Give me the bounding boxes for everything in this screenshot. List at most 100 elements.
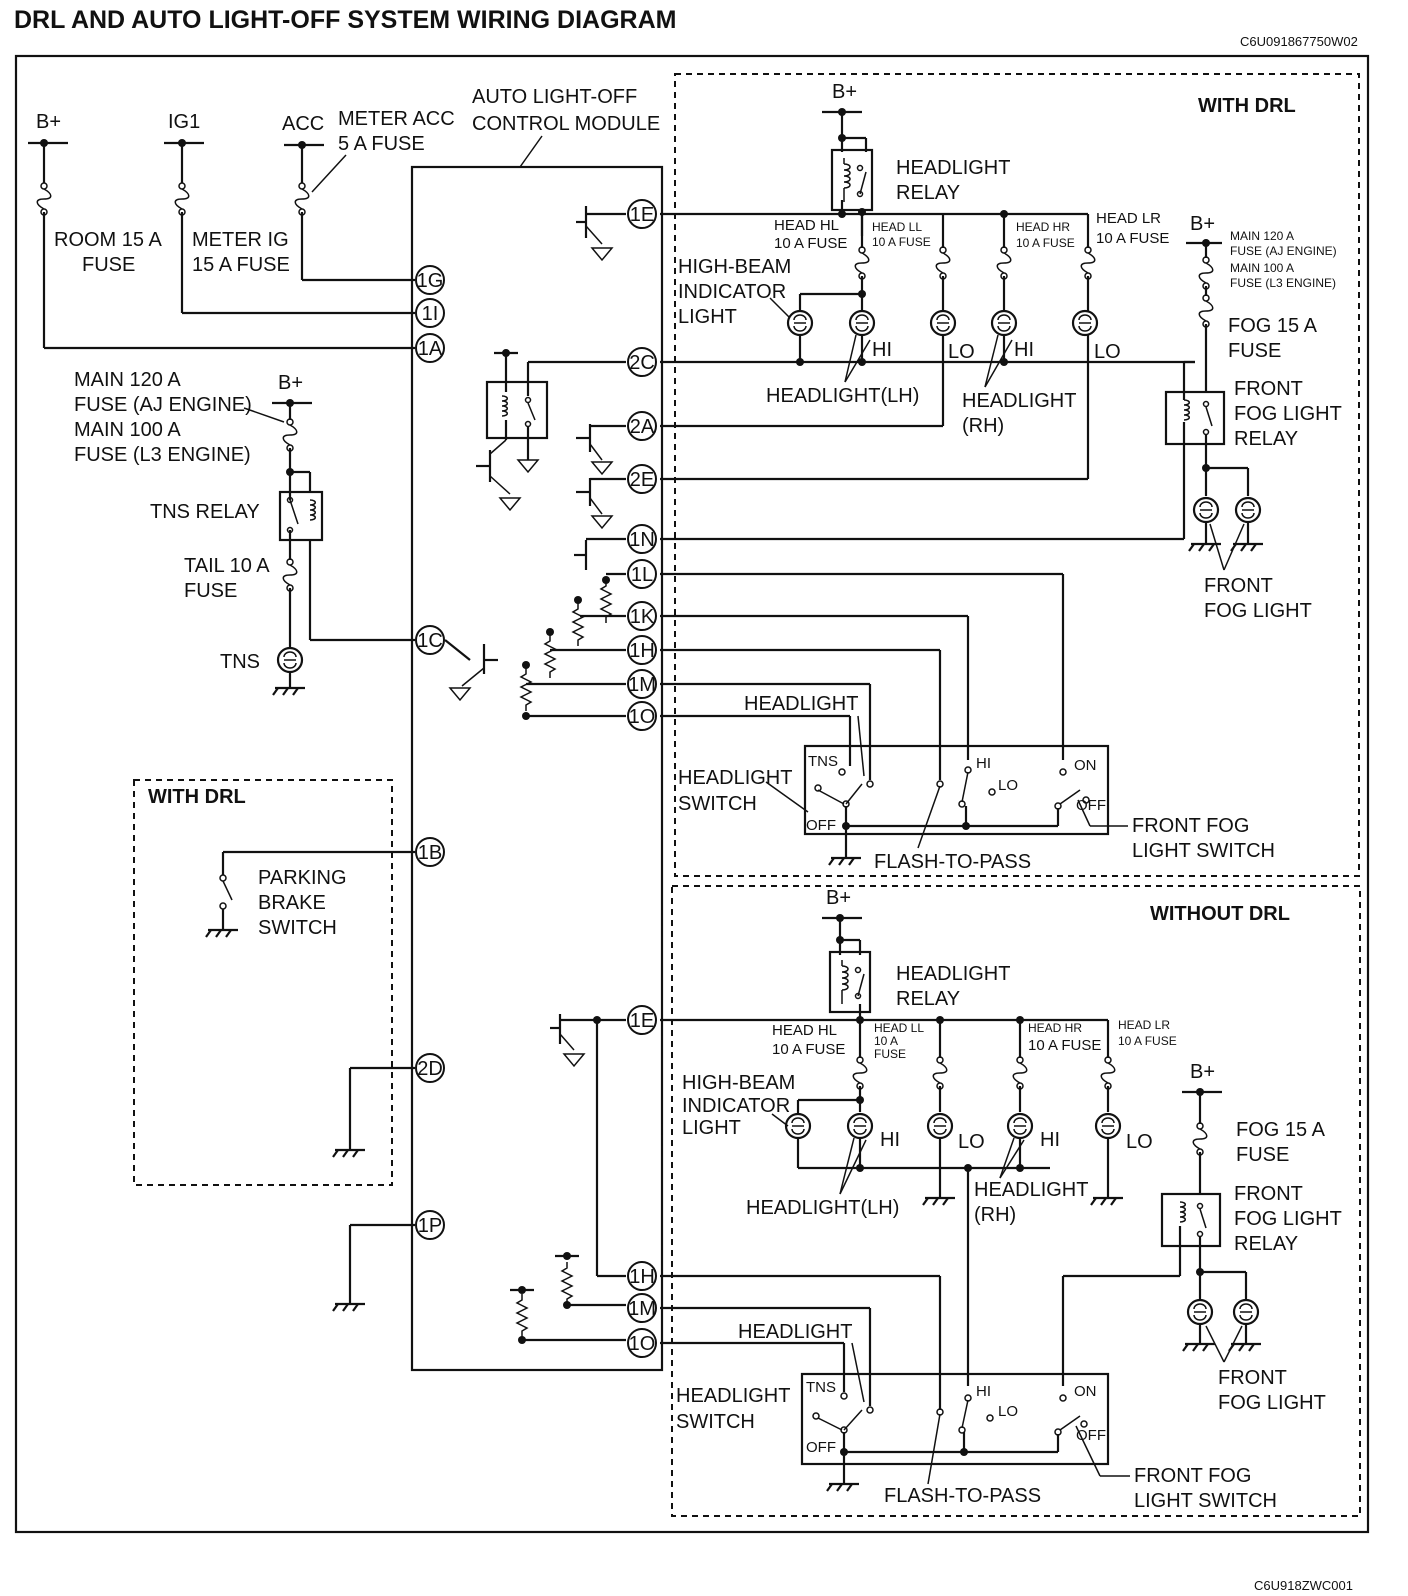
svg-text:HEADLIGHT: HEADLIGHT: [974, 1179, 1088, 1201]
svg-text:1L: 1L: [631, 564, 653, 586]
svg-text:FRONT: FRONT: [1204, 575, 1273, 597]
svg-text:TAIL 10 A: TAIL 10 A: [184, 555, 270, 577]
module-label-2: CONTROL MODULE: [472, 113, 660, 135]
svg-text:ACC: ACC: [282, 113, 324, 135]
svg-text:HIGH-BEAM: HIGH-BEAM: [682, 1072, 795, 1094]
pin-1P: 1P: [415, 1210, 445, 1240]
pin-1B: 1B: [415, 837, 445, 867]
svg-text:FUSE: FUSE: [184, 580, 237, 602]
svg-text:FUSE (L3 ENGINE): FUSE (L3 ENGINE): [74, 444, 251, 466]
svg-text:RELAY: RELAY: [896, 182, 960, 204]
svg-text:HEAD HL: HEAD HL: [774, 217, 839, 234]
svg-text:FRONT FOG: FRONT FOG: [1134, 1465, 1251, 1487]
svg-text:B+: B+: [1190, 1061, 1215, 1083]
svg-text:HI: HI: [872, 339, 892, 361]
pin-1C: 1C: [415, 625, 445, 655]
svg-text:B+: B+: [826, 887, 851, 909]
svg-text:B+: B+: [36, 111, 61, 133]
svg-text:HEAD HR: HEAD HR: [1016, 220, 1070, 234]
pin-2D: 2D: [415, 1053, 445, 1083]
pin-2A: 2A: [627, 411, 657, 441]
pin-2E: 2E: [627, 464, 657, 494]
svg-text:TNS: TNS: [808, 753, 838, 770]
svg-text:PARKING: PARKING: [258, 867, 347, 889]
svg-text:HI: HI: [1040, 1129, 1060, 1151]
svg-text:2C: 2C: [629, 352, 655, 374]
parking-brake-switch: PARKING BRAKE SWITCH: [204, 850, 415, 939]
svg-text:10 A FUSE: 10 A FUSE: [1118, 1034, 1177, 1048]
svg-text:FLASH-TO-PASS: FLASH-TO-PASS: [874, 851, 1031, 873]
svg-text:HEAD LL: HEAD LL: [872, 220, 922, 234]
without-drl-section: [671, 885, 1361, 1517]
svg-text:SWITCH: SWITCH: [676, 1411, 755, 1433]
svg-text:FRONT: FRONT: [1234, 1183, 1303, 1205]
svg-text:HEADLIGHT: HEADLIGHT: [896, 963, 1010, 985]
svg-text:1G: 1G: [417, 270, 444, 292]
pin-1M-bottom: 1M: [627, 1293, 657, 1323]
ground-1p: [331, 1223, 415, 1313]
svg-text:1O: 1O: [629, 1333, 656, 1355]
svg-text:2A: 2A: [630, 416, 655, 438]
module-internals: [444, 206, 626, 1344]
svg-text:HEADLIGHT: HEADLIGHT: [738, 1321, 852, 1343]
module-pins: 1G 1I 1A 1C 1B 2D 1P 1E 2C 2A 2E 1N 1L 1…: [415, 199, 657, 1358]
svg-text:HEADLIGHT: HEADLIGHT: [676, 1385, 790, 1407]
with-drl-left-label: WITH DRL: [148, 786, 246, 808]
pin-1O-bottom: 1O: [627, 1328, 657, 1358]
svg-text:LIGHT SWITCH: LIGHT SWITCH: [1132, 840, 1275, 862]
svg-text:2D: 2D: [417, 1058, 443, 1080]
svg-text:ON: ON: [1074, 757, 1097, 774]
svg-text:FRONT FOG: FRONT FOG: [1132, 815, 1249, 837]
svg-text:HI: HI: [976, 755, 991, 772]
svg-text:FUSE: FUSE: [82, 254, 135, 276]
pin-1O-top: 1O: [627, 701, 657, 731]
svg-text:1B: 1B: [418, 842, 442, 864]
module-label-1: AUTO LIGHT-OFF: [472, 86, 637, 108]
svg-text:1E: 1E: [630, 1010, 654, 1032]
svg-text:TNS: TNS: [220, 651, 260, 673]
with-drl-switch-circuit: HEADLIGHT TNS OFF HI LO ON OFF HEADLIGHT…: [660, 572, 1275, 873]
svg-text:FUSE: FUSE: [1228, 340, 1281, 362]
svg-text:RELAY: RELAY: [896, 988, 960, 1010]
svg-text:1I: 1I: [422, 303, 439, 325]
pin-2C: 2C: [627, 347, 657, 377]
outer-frame: [14, 54, 1370, 1534]
pin-1H-bottom: 1H: [627, 1261, 657, 1291]
svg-text:HI: HI: [976, 1383, 991, 1400]
diagram-code-top: C6U091867750W02: [1240, 34, 1358, 49]
svg-text:FUSE: FUSE: [874, 1047, 906, 1061]
svg-text:HEADLIGHT(LH): HEADLIGHT(LH): [746, 1197, 899, 1219]
svg-text:OFF: OFF: [806, 817, 836, 834]
without-drl-switch-circuit: HEADLIGHT TNS OFF HI LO ON OFF HEADLIGHT…: [660, 1274, 1277, 1512]
svg-text:HIGH-BEAM: HIGH-BEAM: [678, 256, 791, 278]
diagram-code-bottom: C6U918ZWC001: [1254, 1578, 1353, 1593]
tns-circuit: MAIN 120 A FUSE (AJ ENGINE) MAIN 100 A F…: [74, 369, 415, 697]
pin-1I: 1I: [415, 298, 445, 328]
svg-text:FUSE (AJ ENGINE): FUSE (AJ ENGINE): [74, 394, 252, 416]
svg-text:HI: HI: [1014, 339, 1034, 361]
svg-text:OFF: OFF: [1076, 797, 1106, 814]
svg-text:1M: 1M: [628, 1298, 656, 1320]
svg-text:METER IG: METER IG: [192, 229, 289, 251]
svg-text:FUSE (L3 ENGINE): FUSE (L3 ENGINE): [1230, 276, 1336, 290]
svg-text:HEADLIGHT: HEADLIGHT: [678, 767, 792, 789]
pin-1A: 1A: [415, 333, 445, 363]
svg-text:1N: 1N: [629, 529, 655, 551]
pin-1K: 1K: [627, 601, 657, 631]
svg-text:TNS: TNS: [806, 1379, 836, 1396]
svg-text:1E: 1E: [630, 204, 654, 226]
svg-text:FRONT: FRONT: [1218, 1367, 1287, 1389]
svg-text:2E: 2E: [630, 469, 654, 491]
svg-text:FOG LIGHT: FOG LIGHT: [1204, 600, 1312, 622]
svg-text:MAIN 120 A: MAIN 120 A: [74, 369, 181, 391]
svg-text:HEAD LL: HEAD LL: [874, 1021, 924, 1035]
svg-text:MAIN 100 A: MAIN 100 A: [1230, 261, 1294, 275]
svg-text:FOG LIGHT: FOG LIGHT: [1234, 1208, 1342, 1230]
svg-text:METER ACC: METER ACC: [338, 108, 455, 130]
with-drl-section: [674, 73, 1360, 877]
svg-text:RELAY: RELAY: [1234, 1233, 1298, 1255]
svg-text:15 A FUSE: 15 A FUSE: [192, 254, 290, 276]
